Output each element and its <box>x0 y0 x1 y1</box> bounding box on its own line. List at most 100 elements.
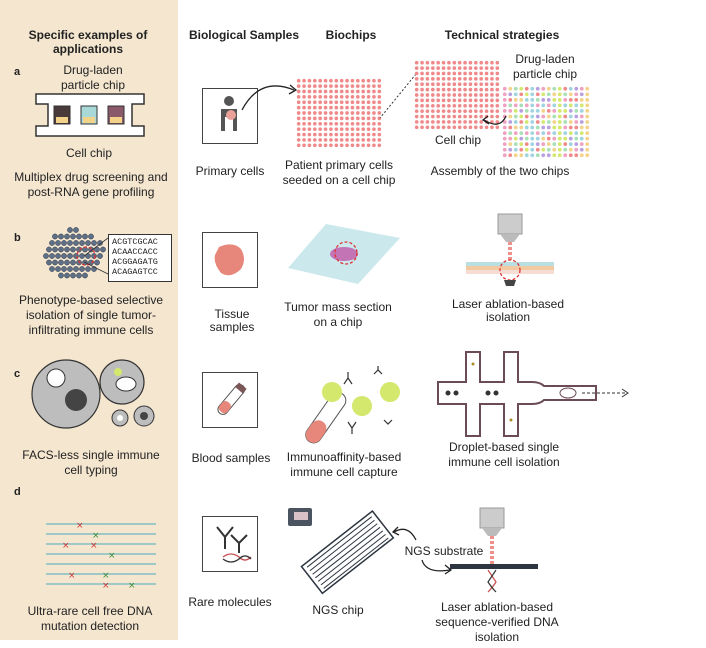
chip-dot <box>318 111 323 115</box>
chip-dot <box>339 143 344 148</box>
chip-dot <box>463 114 467 119</box>
chip-dot <box>355 121 360 126</box>
chip-dot <box>585 147 590 152</box>
chip-dot <box>312 121 317 126</box>
chip-dot <box>334 78 339 83</box>
sample-b-label: Tissue samples <box>209 307 255 334</box>
chip-dot <box>307 100 312 105</box>
mutation-mark: × <box>108 551 116 561</box>
chip-dot <box>484 103 489 108</box>
chip-dot <box>519 153 524 158</box>
chip-dot <box>355 138 360 142</box>
strategy-a-caption: Assembly of the two chips <box>430 164 570 178</box>
chip-dot <box>585 103 590 108</box>
strategy-a-label1: Drug-laden particle chip <box>512 52 578 81</box>
chip-dot <box>345 138 349 142</box>
chip-dot <box>479 82 484 87</box>
chip-dot <box>366 127 371 131</box>
chip-dot <box>574 92 579 97</box>
chip-dot <box>345 78 349 83</box>
chip-dot <box>296 121 301 126</box>
chip-dot <box>355 100 360 105</box>
tissue-cell <box>49 266 55 272</box>
chip-dot <box>323 132 328 137</box>
chip-dot <box>502 153 507 158</box>
chip-dot <box>468 114 473 119</box>
tissue-cell <box>76 272 82 279</box>
tissue-cell <box>64 246 70 253</box>
chip-dot <box>447 82 451 87</box>
chip-dot <box>414 125 419 130</box>
chip-dot <box>425 71 430 76</box>
chip-dot <box>513 103 518 108</box>
tissue-cell <box>94 246 100 253</box>
mutation-mark: × <box>92 531 100 541</box>
chip-dot <box>508 147 513 152</box>
chip-dot <box>484 66 489 70</box>
tissue-cell <box>55 266 61 272</box>
app-a-caption: Multiplex drug screening and post-RNA ge… <box>14 170 168 199</box>
chip-dot <box>585 120 590 124</box>
chip-dot <box>339 132 344 137</box>
chip-dot <box>557 109 562 113</box>
chip-dot <box>447 125 451 130</box>
chip-dot <box>473 120 478 124</box>
chip-dot <box>457 109 462 113</box>
chip-dot <box>563 114 568 119</box>
sequence-box: ACGTCGCAC ACAACCACC ACGGAGATG ACAGAGTCC <box>108 234 172 282</box>
chip-dot <box>457 103 462 108</box>
chip-dot <box>490 93 494 97</box>
ngs-lane <box>306 516 373 568</box>
chip-dot <box>312 84 317 88</box>
chip-dot <box>524 86 529 91</box>
chip-dot <box>490 109 494 113</box>
patient-icon <box>221 96 237 131</box>
chip-dot <box>508 86 513 91</box>
chip-dot <box>339 95 344 99</box>
chip-dot <box>339 78 344 83</box>
arrow-patient-to-chip <box>241 84 298 111</box>
chip-dot <box>318 84 323 88</box>
row-letter-c: c <box>14 368 21 380</box>
chip-dot <box>355 105 360 110</box>
chip-dot <box>441 125 446 130</box>
chip-dot <box>585 92 590 97</box>
chip-dot <box>579 86 584 91</box>
chip-dot <box>530 86 535 91</box>
chip-dot <box>579 97 584 102</box>
chip-dot <box>502 86 507 91</box>
chip-dot <box>473 93 478 97</box>
chip-dot <box>345 121 349 126</box>
chip-dot <box>361 138 366 142</box>
chip-dot <box>361 95 366 99</box>
tissue-cell <box>64 259 70 266</box>
chip-dot <box>361 78 366 83</box>
chip-dot <box>334 121 339 126</box>
chip-dot <box>302 116 306 121</box>
chip-dot <box>420 98 424 103</box>
chip-dot <box>519 92 524 97</box>
tissue-cell <box>55 240 61 246</box>
chip-dot <box>436 103 441 108</box>
chip-dot <box>425 77 430 81</box>
chip-dot <box>546 147 551 152</box>
tissue-cell <box>55 253 61 259</box>
chip-dot <box>355 89 360 94</box>
chip-dot <box>377 132 382 137</box>
chip-dot <box>436 120 441 124</box>
chip-dot <box>377 84 382 88</box>
chip-dot <box>307 121 312 126</box>
chip-dot <box>323 138 328 142</box>
chip-dot <box>366 121 371 126</box>
chip-dot <box>334 138 339 142</box>
droplet-isolation-channel <box>437 351 629 437</box>
chip-dot <box>425 120 430 124</box>
chip-dot <box>519 131 524 135</box>
chip-dot <box>339 138 344 142</box>
biochip-c-label: Immunoaffinity-based immune cell capture <box>286 450 402 479</box>
chip-dot <box>296 105 301 110</box>
chip-dot <box>519 142 524 147</box>
chip-dot <box>463 120 467 124</box>
chip-dot <box>430 87 435 92</box>
chip-dot <box>568 125 573 130</box>
